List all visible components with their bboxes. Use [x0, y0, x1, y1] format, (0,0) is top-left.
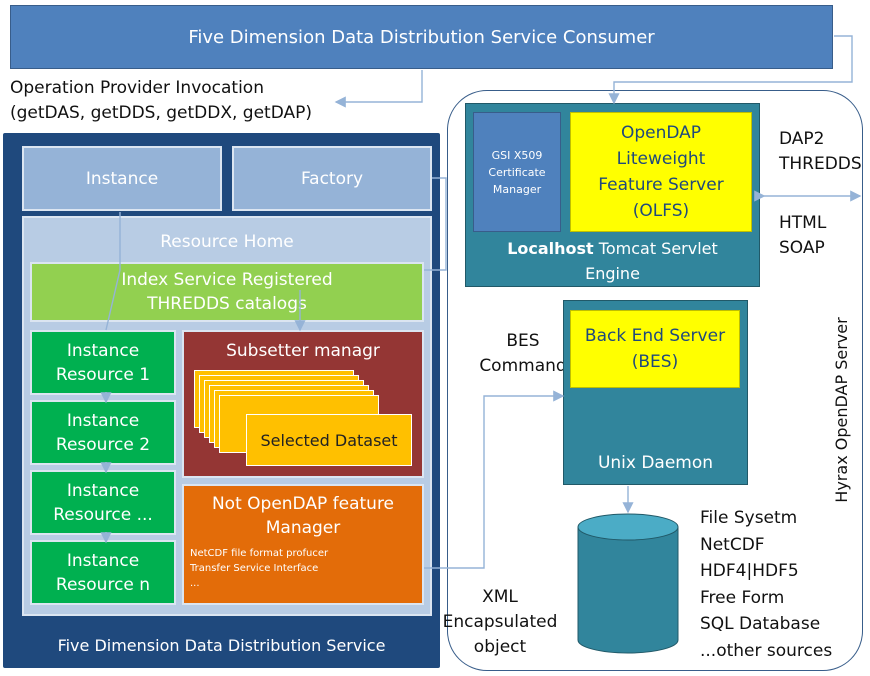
instance-resource-1-line-2: Resource 1: [55, 364, 151, 385]
xml-line-2: Encapsulated: [442, 612, 558, 632]
not-opendap-detail-2: Transfer Service Interface: [190, 563, 319, 574]
resource-home-text: Resource Home: [160, 232, 294, 252]
invocation-line-2: (getDAS, getDDS, getDDX, getDAP): [10, 103, 313, 123]
not-opendap-line-2: Manager: [265, 518, 341, 538]
tomcat-label-bold: Localhost: [507, 239, 594, 258]
dap2-label: DAP2: [779, 129, 825, 149]
subsetter-box: Subsetter managr Selected Dataset: [182, 330, 424, 478]
bes-line-2: (BES): [631, 352, 679, 372]
instance-resource-n: Instance Resource n: [30, 540, 176, 605]
subsetter-title-text: Subsetter managr: [226, 341, 380, 361]
source-item-4: Free Form: [700, 587, 785, 608]
selected-dataset-box: Selected Dataset: [246, 414, 412, 466]
instance-resource-2-line-2: Resource 2: [55, 434, 151, 455]
consumer-invocation-arrow: [334, 70, 423, 108]
factory-label: Factory: [300, 168, 364, 189]
subsetter-title: Subsetter managr: [184, 338, 422, 364]
olfs-box: OpenDAP Liteweight Feature Server (OLFS): [570, 112, 752, 232]
xml-line-3: object: [473, 637, 527, 657]
instance-resource-3-line-2: Resource ...: [53, 504, 153, 525]
instance-resource-2: Instance Resource 2: [30, 400, 176, 465]
bes-command-line-1: BES: [506, 331, 540, 351]
unix-daemon-text: Unix Daemon: [597, 453, 714, 473]
tomcat-label-rest: Tomcat Servlet: [593, 239, 718, 258]
bes-command-label: BES Command: [478, 329, 568, 379]
thredds-label: THREDDS: [779, 154, 862, 174]
consumer-title: Five Dimension Data Distribution Service…: [188, 26, 655, 48]
source-item-6: ...other sources: [700, 640, 833, 661]
olfs-line-2: Liteweight: [616, 149, 706, 169]
instance-label: Instance: [85, 168, 159, 189]
xml-line-1: XML: [482, 587, 518, 607]
instance-resource-n-line-1: Instance: [66, 550, 140, 571]
html-label: HTML: [779, 213, 827, 233]
bes-command-line-2: Command: [479, 356, 567, 376]
instance-resource-2-line-1: Instance: [66, 410, 140, 431]
instance-resource-3-line-1: Instance: [66, 480, 140, 501]
not-opendap-detail-3: ...: [190, 578, 200, 589]
tomcat-label-line-2: Engine: [585, 264, 640, 283]
not-opendap-details: NetCDF file format profucer Transfer Ser…: [190, 546, 328, 591]
unix-daemon-label: Unix Daemon: [563, 450, 748, 476]
factory-box: Factory: [232, 146, 432, 211]
bes-box: Back End Server (BES): [570, 310, 740, 388]
source-item-3: HDF4|HDF5: [700, 561, 799, 581]
xml-label: XML Encapsulated object: [437, 585, 563, 660]
soap-label: SOAP: [779, 238, 825, 258]
gsi-line-2: Certificate: [488, 165, 546, 179]
consumer-box: Five Dimension Data Distribution Service…: [10, 5, 833, 69]
bes-line-1: Back End Server: [584, 326, 726, 346]
index-line-1: Index Service Registered: [121, 270, 333, 290]
not-opendap-line-1: Not OpenDAP feature: [211, 494, 395, 514]
instance-resource-1-line-1: Instance: [66, 340, 140, 361]
index-service-box: Index Service Registered THREDDS catalog…: [30, 262, 424, 322]
invocation-line-1: Operation Provider Invocation: [10, 78, 264, 98]
instance-resource-3: Instance Resource ...: [30, 470, 176, 535]
tomcat-label: Localhost Tomcat Servlet Engine: [465, 236, 760, 286]
instance-resource-n-line-2: Resource n: [55, 574, 151, 595]
hyrax-label-text: Hyrax OpenDAP Server: [831, 317, 851, 503]
gsi-line-1: GSI X509: [491, 148, 543, 162]
selected-dataset-text: Selected Dataset: [260, 430, 398, 450]
source-item-1: File Sysetm: [700, 508, 798, 528]
not-opendap-title: Not OpenDAP feature Manager: [184, 492, 422, 540]
invocation-label: Operation Provider Invocation (getDAS, g…: [10, 76, 312, 126]
data-sources-list: File Sysetm NetCDF HDF4|HDF5 Free Form S…: [700, 505, 832, 664]
resource-home-label: Resource Home: [22, 228, 432, 256]
source-item-5: SQL Database: [700, 614, 821, 634]
olfs-line-3: Feature Server: [598, 175, 724, 195]
olfs-line-4: (OLFS): [632, 201, 690, 221]
service-footer: Five Dimension Data Distribution Service: [3, 622, 440, 668]
instance-box: Instance: [22, 146, 222, 211]
not-opendap-box: Not OpenDAP feature Manager NetCDF file …: [182, 484, 424, 605]
gsi-box: GSI X509 Certificate Manager: [473, 112, 561, 232]
service-footer-label: Five Dimension Data Distribution Service: [57, 635, 386, 655]
instance-resource-1: Instance Resource 1: [30, 330, 176, 395]
olfs-line-1: OpenDAP: [620, 123, 702, 143]
hyrax-label: Hyrax OpenDAP Server: [829, 300, 853, 520]
gsi-line-3: Manager: [492, 182, 542, 196]
not-opendap-detail-1: NetCDF file format profucer: [190, 548, 329, 559]
index-line-2: THREDDS catalogs: [147, 294, 307, 314]
source-item-2: NetCDF: [700, 534, 765, 555]
